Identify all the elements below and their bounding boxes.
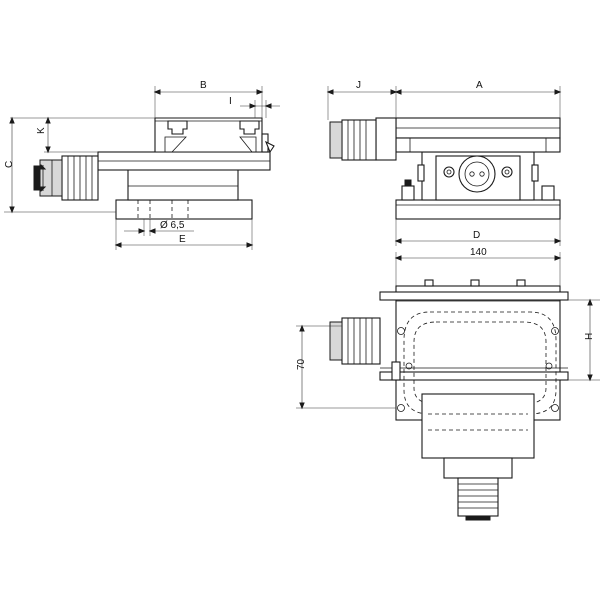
front-view: [329, 117, 561, 220]
dim-label-70: 70: [296, 358, 307, 370]
dim-label-b: B: [200, 80, 207, 91]
dim-label-e: E: [179, 234, 186, 245]
front-handle: [341, 119, 377, 161]
dim-label-a: A: [476, 80, 483, 91]
top-dimensions: 140 H 70: [296, 247, 600, 410]
dim-label-140: 140: [470, 247, 487, 258]
front-base-plate: [395, 199, 561, 220]
dim-label-i: I: [229, 96, 232, 107]
front-spindle: [458, 155, 496, 193]
top-lower-block: [421, 393, 535, 459]
side-view: [33, 117, 275, 220]
dim-label-d: D: [473, 230, 480, 241]
dim-label-k: K: [36, 127, 47, 134]
dim-label-c: C: [4, 161, 15, 168]
front-handle-knob: [329, 121, 343, 159]
dim-label-h: H: [584, 333, 595, 340]
side-lower-body: [127, 166, 239, 201]
front-dimensions: J A D: [326, 80, 562, 246]
side-base-plate: [115, 199, 253, 220]
top-view: [329, 279, 569, 521]
dim-label-j: J: [356, 80, 361, 91]
side-dimensions: B I K C Ø 6,5 E: [4, 80, 280, 250]
dim-label-hole: Ø 6,5: [160, 220, 185, 231]
